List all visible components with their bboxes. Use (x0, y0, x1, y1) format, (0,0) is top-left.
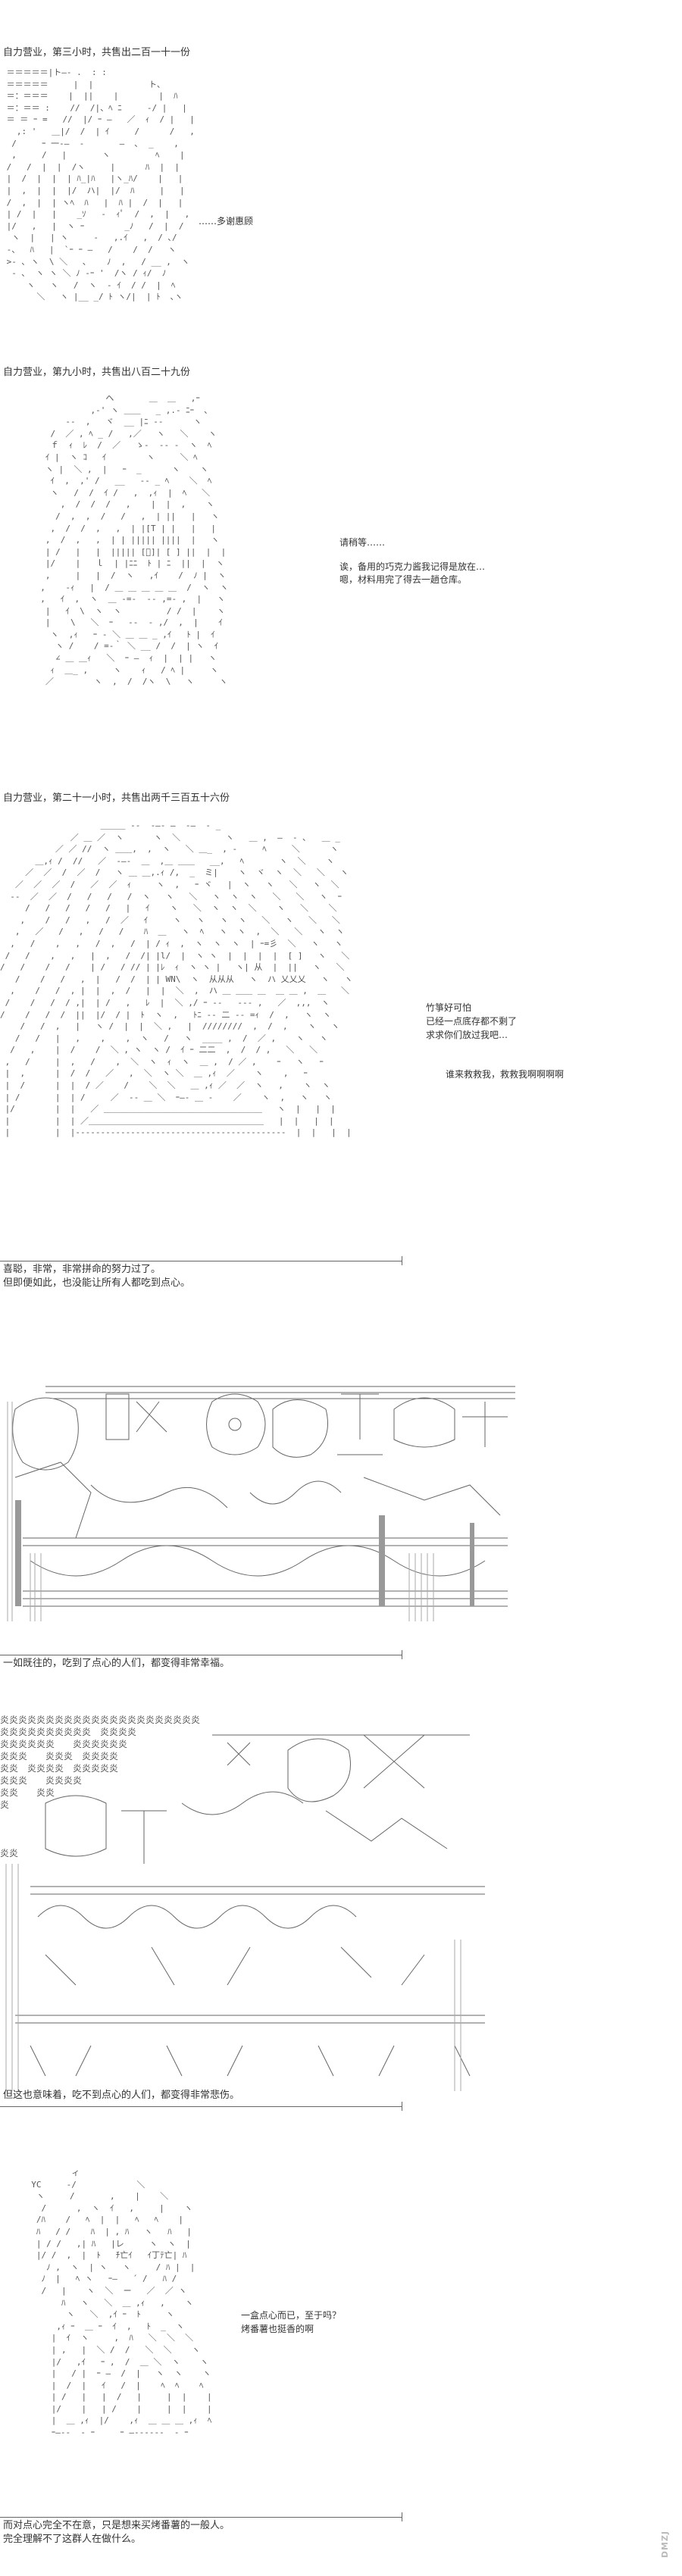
happy-crowd-drawing (7, 1386, 515, 1621)
narration-line: 但即便如此，也没能让所有人都吃到点心。 (3, 1277, 191, 1289)
ascii-art-happy-crowd (0, 1364, 527, 1640)
panel-3: 自力营业，第二十一小时，共售出两千三百五十六份 ＿＿＿ -‐ ‐―‐ ― ‐― … (0, 780, 682, 1318)
speech-line: 嗯，材料用完了得去一趟仓库。 (339, 574, 468, 585)
narration-line: 完全理解不了这群人在做什么。 (3, 2534, 142, 2545)
panel-caption: 自力营业，第九小时，共售出八百二十九份 (3, 367, 191, 378)
svg-text:炎: 炎 (0, 1799, 9, 1810)
angry-crowd-drawing: 炎炎炎炎炎炎炎炎炎炎炎炎炎炎炎炎炎炎炎炎炎炎 炎炎炎炎炎炎炎炎炎炎 炎炎炎炎 炎… (0, 1715, 485, 2091)
svg-text:炎炎 炎炎炎炎 炎炎炎炎炎: 炎炎 炎炎炎炎 炎炎炎炎炎 (0, 1763, 118, 1774)
ascii-art-shopkeeper: ＝＝＝＝＝|ト―- . : : ＝＝＝＝＝ | | ト、 ＝：＝＝＝ | || … (6, 67, 195, 302)
speech-line: 一盒点心而已，至于吗？ (241, 2310, 342, 2321)
speech-line: 已经一点底存都不剩了 (426, 1016, 518, 1027)
speech-line: 请稍等…… (339, 537, 386, 548)
divider-line (0, 2106, 402, 2107)
svg-text:炎炎炎炎炎炎炎炎炎炎 炎炎炎炎: 炎炎炎炎炎炎炎炎炎炎 炎炎炎炎 (0, 1727, 136, 1737)
panel-6: ィ YC -/ ＼ ヽ / , | ＼ / , ヽ ｲ , | ヽ /ﾊ / ﾍ… (0, 2129, 682, 2576)
speech-line: 谁来救救我，救救我啊啊啊啊 (446, 1069, 565, 1080)
ascii-art-crowd-swarming: ＿＿＿ -‐ ‐―‐ ― ‐― ‐ _ ／ ＿ ／ ヽ ヽ ＼ ヽ ＿ , ― … (0, 821, 353, 1138)
speech-line: 诶，备用的巧克力酱我记得是放在… (339, 561, 486, 572)
divider-line (0, 2517, 402, 2518)
svg-text:炎炎: 炎炎 (0, 1848, 18, 1859)
narration-line: 而对点心完全不在意，只是想来买烤番薯的一般人。 (3, 2520, 230, 2531)
narration-line: 但这也意味着，吃不到点心的人们，都变得非常悲伤。 (3, 2090, 240, 2101)
panel-caption: 自力营业，第二十一小时，共售出两千三百五十六份 (3, 792, 230, 804)
speech-line: ……多谢惠顾 (199, 216, 254, 227)
ascii-art-angry-crowd: 炎炎炎炎炎炎炎炎炎炎炎炎炎炎炎炎炎炎炎炎炎炎 炎炎炎炎炎炎炎炎炎炎 炎炎炎炎 炎… (0, 1712, 493, 2106)
svg-text:炎炎 炎炎: 炎炎 炎炎 (0, 1787, 55, 1798)
panel-5: 炎炎炎炎炎炎炎炎炎炎炎炎炎炎炎炎炎炎炎炎炎炎 炎炎炎炎炎炎炎炎炎炎 炎炎炎炎 炎… (0, 1667, 682, 2129)
site-watermark-logo: DMZJ (653, 2523, 676, 2565)
ascii-art-shopkeeper-worried: ヘ ＿ ＿ ,ｰ ,-' ヽ ＿＿ _ ,.- ﾆｰ ､ ‐‐ , ヾ __ |… (40, 393, 229, 687)
panel-2: 自力营业，第九小时，共售出八百二十九份 ヘ ＿ ＿ ,ｰ ,-' ヽ ＿＿ _ … (0, 356, 682, 780)
watermark-text: DMZJ (659, 2530, 670, 2559)
speech-line: 竹箏好可怕 (426, 1002, 472, 1013)
svg-text:炎炎炎炎炎炎 炎炎炎炎炎炎: 炎炎炎炎炎炎 炎炎炎炎炎炎 (0, 1739, 127, 1749)
ascii-art-bystander: ィ YC -/ ＼ ヽ / , | ＼ / , ヽ ｲ , | ヽ /ﾊ / ﾍ… (31, 2168, 212, 2438)
narration-line: 喜聪，非常，非常拼命的努力过了。 (3, 1264, 161, 1275)
panel-1: 自力营业，第三小时，共售出二百一十一份 ＝＝＝＝＝|ト―- . : : ＝＝＝＝… (0, 0, 682, 356)
svg-text:炎炎炎 炎炎炎炎: 炎炎炎 炎炎炎炎 (0, 1775, 82, 1786)
svg-text:炎炎炎 炎炎炎 炎炎炎炎: 炎炎炎 炎炎炎 炎炎炎炎 (0, 1751, 118, 1762)
speech-line: 烤番薯也挺香的啊 (241, 2324, 314, 2334)
narration-line: 一如既往的，吃到了点心的人们，都变得非常幸福。 (3, 1658, 230, 1669)
svg-text:炎炎炎炎炎炎炎炎炎炎炎炎炎炎炎炎炎炎炎炎炎炎: 炎炎炎炎炎炎炎炎炎炎炎炎炎炎炎炎炎炎炎炎炎炎 (0, 1715, 200, 1725)
panel-caption: 自力营业，第三小时，共售出二百一十一份 (3, 47, 191, 58)
speech-line: 求求你们放过我吧… (426, 1030, 508, 1040)
panel-4: 一如既往的，吃到了点心的人们，都变得非常幸福。 (0, 1318, 682, 1669)
